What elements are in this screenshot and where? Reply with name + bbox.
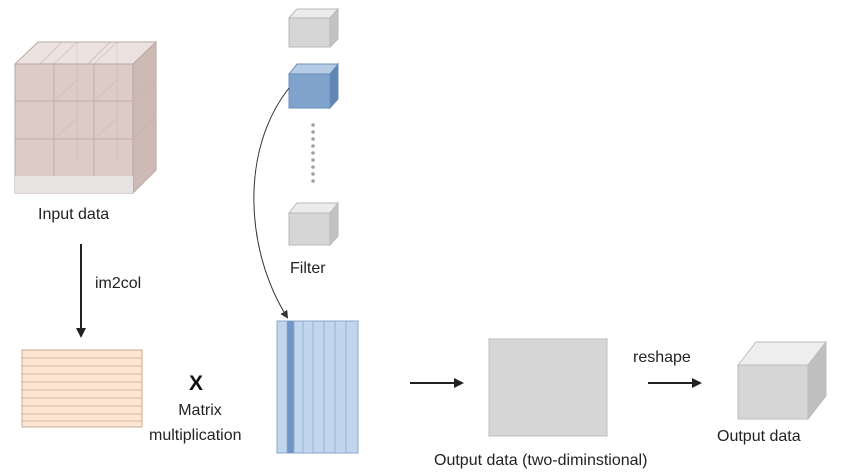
filter-ellipsis-dots [311, 123, 315, 183]
input-block-side [132, 40, 157, 195]
output-2d-matrix [488, 338, 608, 437]
im2col-label: im2col [95, 275, 142, 292]
input-block-base-strip [15, 176, 133, 193]
input-block-top [13, 41, 158, 65]
output-data-cube [736, 340, 828, 421]
input-block-front [14, 63, 134, 194]
input-data-label: Input data [38, 206, 110, 223]
matrix-multiplication-label-line2: multiplication [149, 427, 242, 444]
reshape-label: reshape [633, 349, 691, 366]
output-data-label: Output data [717, 428, 801, 445]
filter-cube-highlighted [287, 62, 340, 110]
filter-matrix-highlight-column [287, 321, 294, 453]
filter-matrix [276, 320, 359, 454]
multiply-operator: X [189, 372, 204, 395]
filter-cube-bottom [287, 201, 340, 247]
filter-label: Filter [290, 260, 326, 277]
input-block-grid [15, 41, 157, 176]
im2col-matrix [21, 349, 143, 428]
filter-to-column-arrow [253, 87, 290, 319]
output-2d-label: Output data (two-diminstional) [434, 452, 648, 469]
input-data-block [13, 40, 158, 195]
filter-cube-top [287, 7, 340, 49]
matrix-multiplication-label-line1: Matrix [178, 402, 222, 419]
